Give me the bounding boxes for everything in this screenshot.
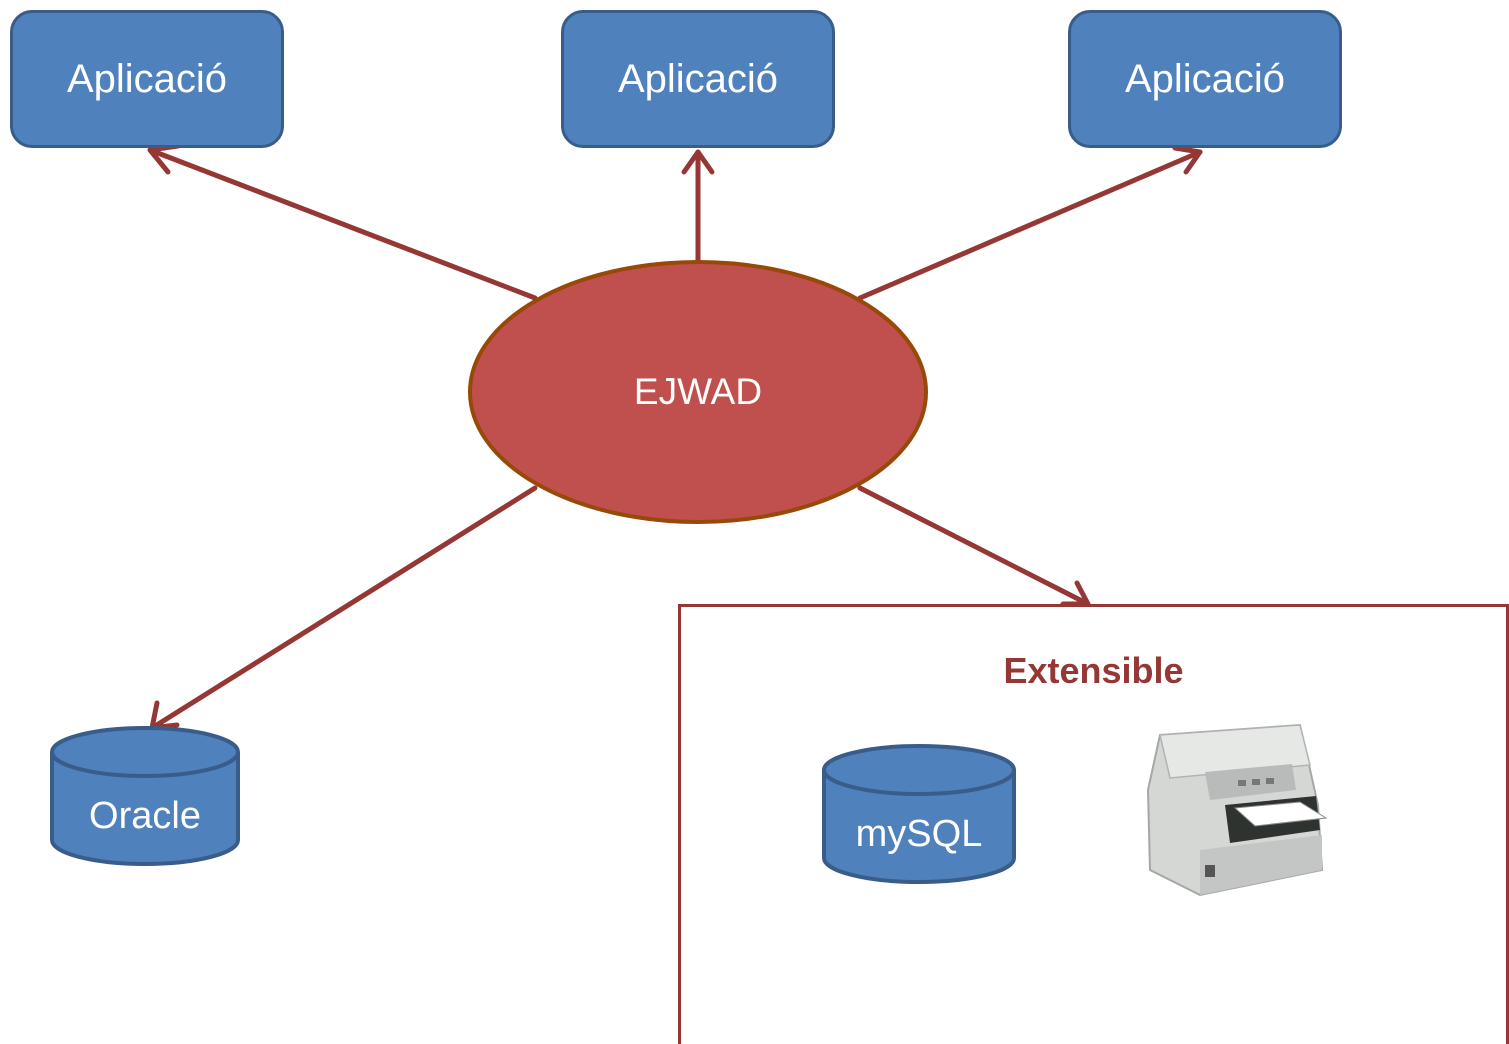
application-label: Aplicació (617, 56, 779, 101)
oracle-label: Oracle (89, 794, 201, 837)
oracle-cylinder (50, 726, 240, 866)
arrow-to-extensible (857, 485, 1091, 607)
extensible-container (678, 604, 1509, 1044)
arrow-to-app-right (857, 149, 1203, 301)
application-label: Aplicació (1124, 56, 1286, 101)
ejwad-label: EJWAD (633, 371, 763, 412)
application-box-left: Aplicació (10, 10, 284, 148)
application-box-right: Aplicació (1068, 10, 1342, 148)
application-label: Aplicació (66, 56, 228, 101)
application-box-center: Aplicació (561, 10, 835, 148)
arrowhead-app-center (681, 149, 715, 175)
ejwad-ellipse (468, 260, 928, 524)
arrowhead-app-right (1172, 145, 1203, 175)
mysql-cylinder (822, 744, 1016, 884)
printer-icon (1146, 723, 1328, 897)
arrow-to-oracle (149, 485, 538, 731)
extensible-title: Extensible (1003, 650, 1184, 691)
mysql-label: mySQL (855, 812, 983, 855)
arrow-to-app-left (147, 147, 538, 301)
